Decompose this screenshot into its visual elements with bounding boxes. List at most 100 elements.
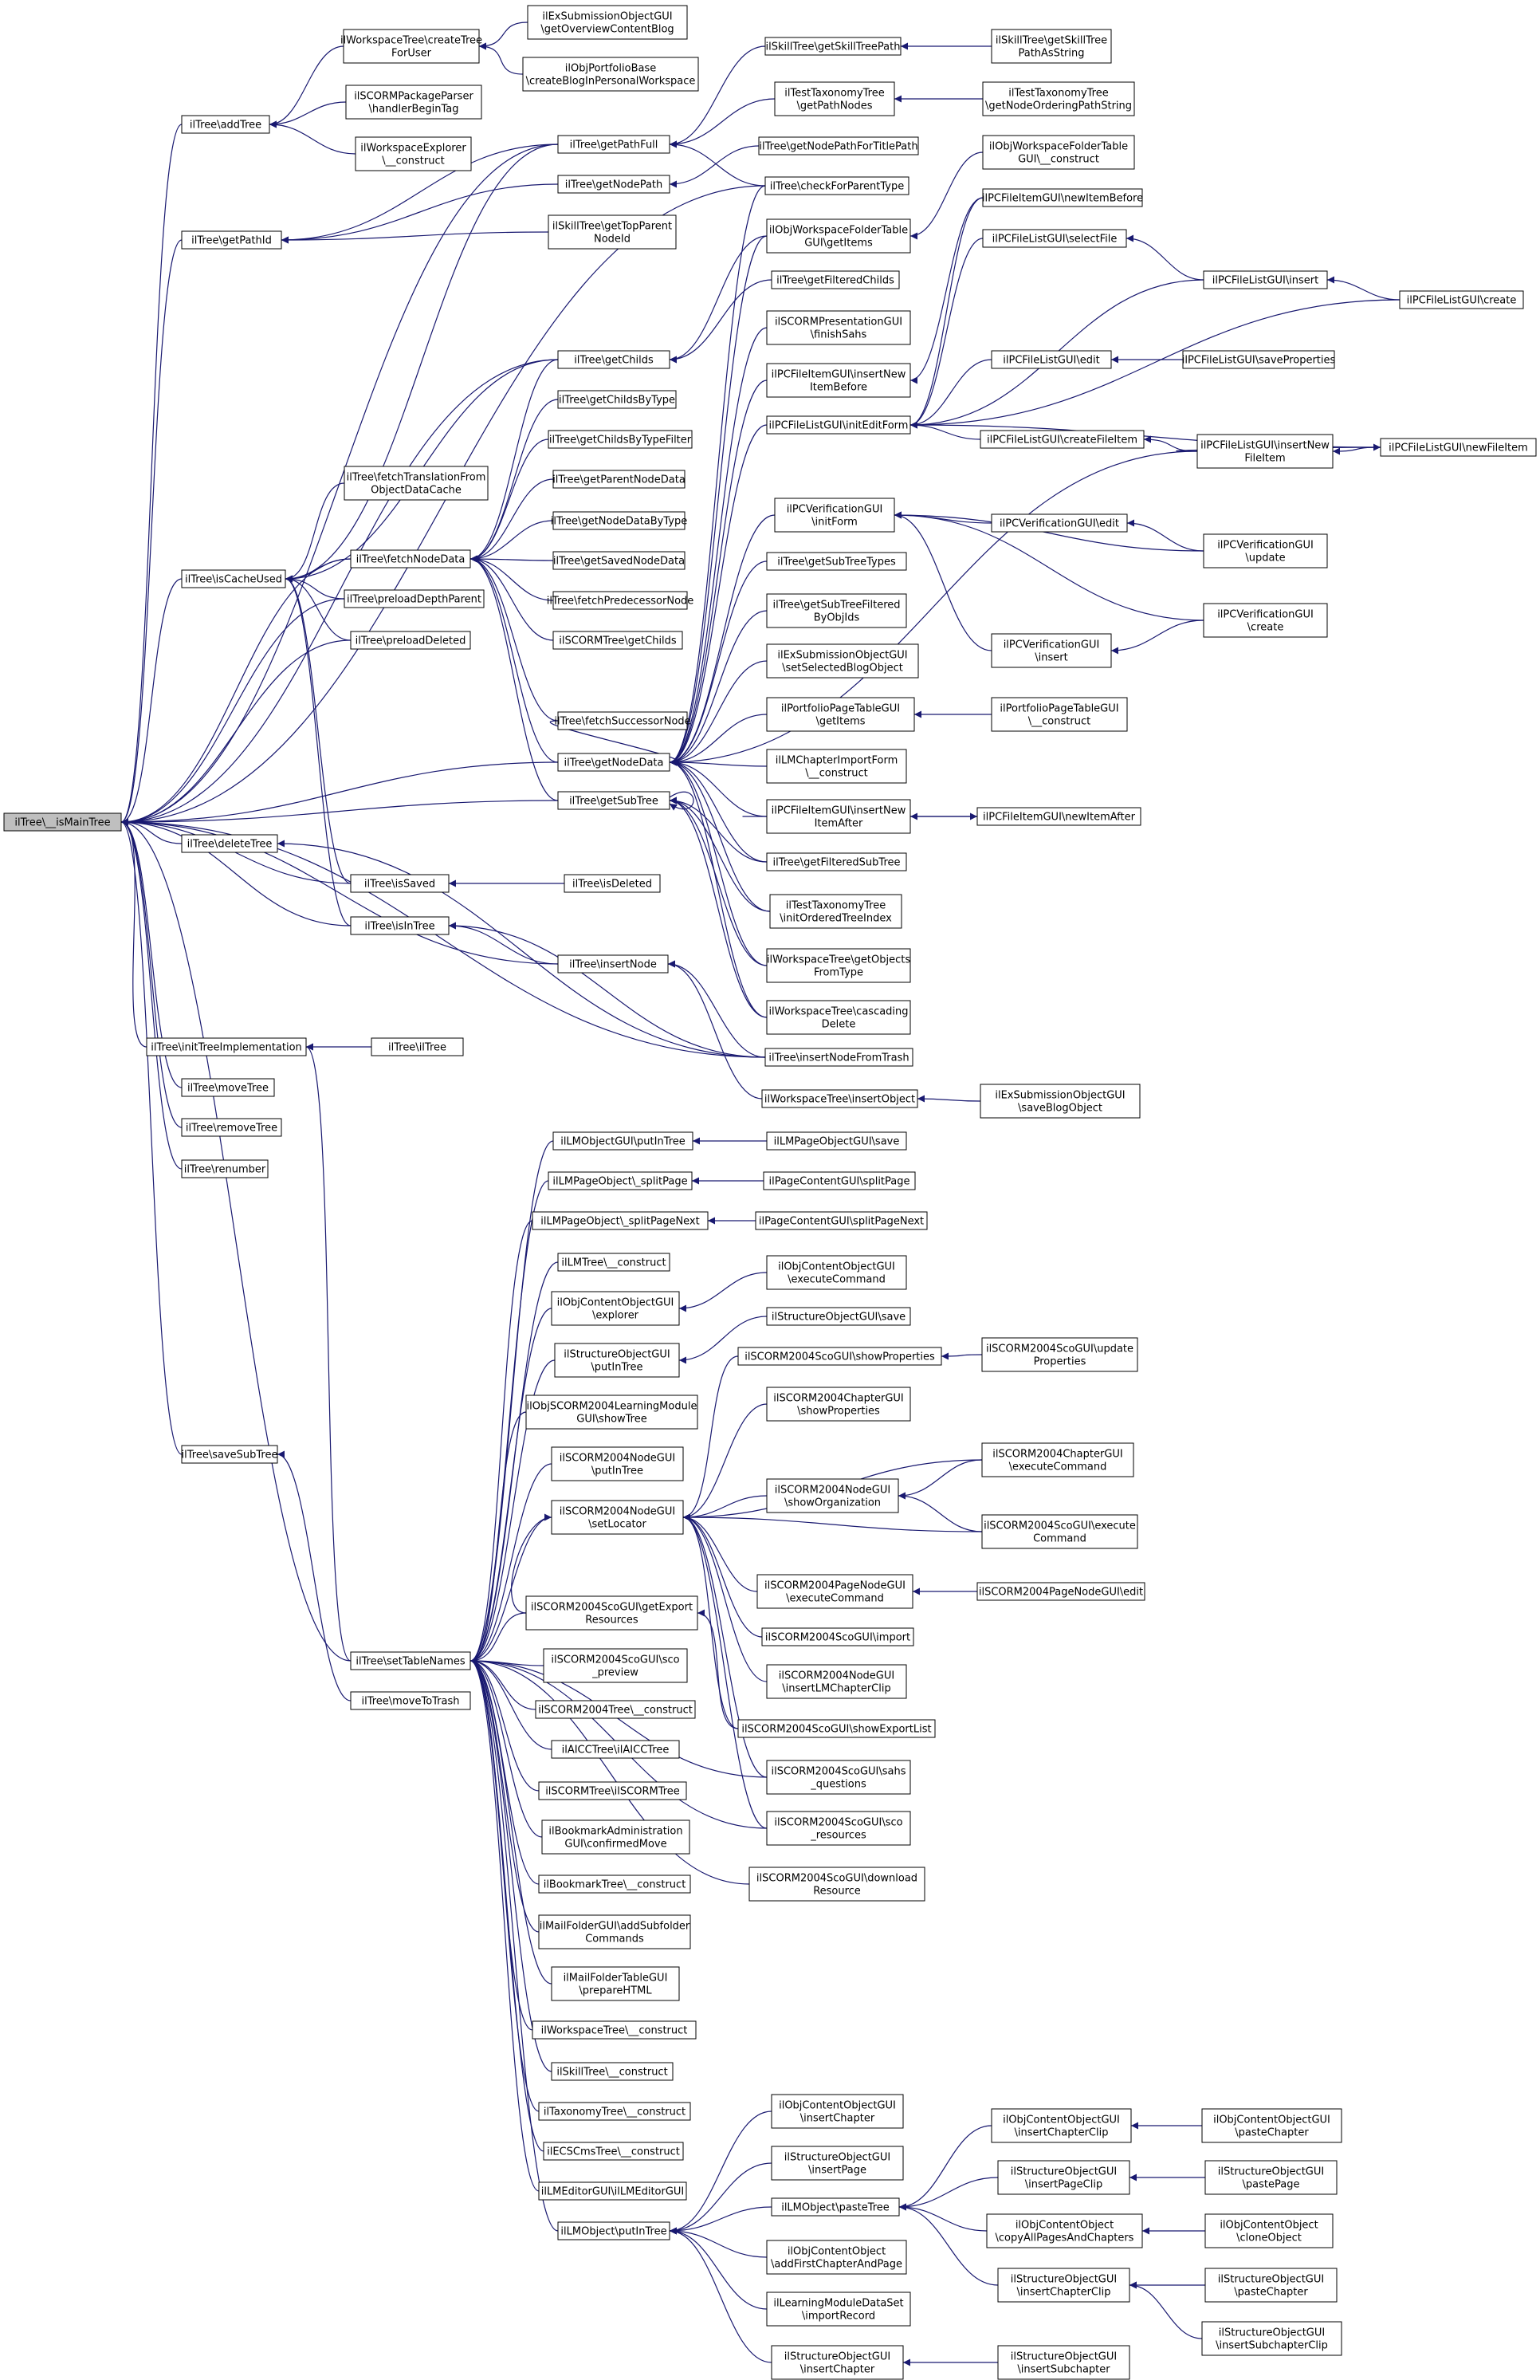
graph-node[interactable]: ilTree\initTreeImplementation	[146, 1037, 307, 1056]
graph-node[interactable]: ilLMEditorGUI\ilLMEditorGUI	[538, 2181, 687, 2201]
graph-node[interactable]: ilTree\deleteTree	[181, 834, 278, 853]
graph-node[interactable]: ilSCORM2004NodeGUI\putInTree	[551, 1446, 684, 1481]
graph-node[interactable]: ilTaxonomyTree\__construct	[538, 2102, 691, 2121]
graph-node[interactable]: ilTree\getParentNodeData	[552, 470, 686, 489]
graph-node[interactable]: ilTree\getPathId	[181, 230, 282, 250]
graph-node[interactable]: ilPCVerificationGUI\initForm	[774, 498, 895, 533]
graph-node[interactable]: ilTree\fetchNodeData	[350, 549, 471, 568]
graph-node[interactable]: ilWorkspaceTree\__construct	[532, 2020, 697, 2040]
graph-node[interactable]: ilTree\preloadDeleted	[350, 631, 471, 650]
graph-node[interactable]: ilExSubmissionObjectGUI\getOverviewConte…	[527, 5, 688, 40]
graph-node[interactable]: ilObjContentObjectGUI\insertChapterClip	[991, 2108, 1132, 2143]
graph-node[interactable]: ilSCORM2004Tree\__construct	[535, 1700, 696, 1719]
graph-node[interactable]: ilPCVerificationGUI\insert	[991, 633, 1112, 668]
graph-node[interactable]: ilLMChapterImportForm\__construct	[766, 749, 907, 784]
graph-node[interactable]: ilStructureObjectGUI\pasteChapter	[1204, 2268, 1338, 2303]
graph-node[interactable]: ilStructureObjectGUI\insertSubchapterCli…	[1201, 2321, 1342, 2356]
graph-node[interactable]: ilTree\getSavedNodeData	[552, 551, 686, 570]
graph-node[interactable]: ilPCFileItemGUI\newItemAfter	[976, 807, 1141, 826]
graph-node[interactable]: ilSCORM2004PageNodeGUI\edit	[976, 1582, 1145, 1601]
graph-node[interactable]: ilObjPortfolioBase\createBlogInPersonalW…	[522, 57, 699, 92]
graph-node[interactable]: ilTree\getChilds	[557, 350, 670, 369]
graph-node[interactable]: ilObjContentObjectGUI\explorer	[551, 1291, 680, 1326]
graph-node[interactable]: ilStructureObjectGUI\insertPage	[771, 2146, 904, 2181]
graph-node[interactable]: ilSCORMPresentationGUI\finishSahs	[766, 310, 911, 345]
graph-node[interactable]: ilTree\getNodeData	[557, 753, 670, 772]
graph-node[interactable]: ilPCFileListGUI\createFileItem	[980, 430, 1145, 449]
graph-node[interactable]: ilLMTree\__construct	[557, 1253, 670, 1272]
graph-node[interactable]: ilLMPageObjectGUI\save	[766, 1131, 907, 1151]
graph-node[interactable]: ilObjContentObjectGUI\insertChapter	[771, 2094, 904, 2129]
graph-node[interactable]: ilTree\isDeleted	[564, 874, 661, 893]
graph-node[interactable]: ilTree\checkForParentType	[764, 176, 909, 195]
graph-node[interactable]: ilTree\fetchTranslationFromObjectDataCac…	[344, 466, 489, 501]
graph-node[interactable]: ilTree\renumber	[181, 1159, 269, 1178]
graph-node[interactable]: ilTree\getSubTree	[557, 791, 670, 810]
graph-node[interactable]: ilTree\fetchPredecessorNode	[547, 591, 694, 610]
graph-node[interactable]: ilTree\isCacheUsed	[181, 569, 286, 588]
graph-node[interactable]: ilSkillTree\__construct	[551, 2062, 674, 2081]
graph-node[interactable]: ilPCFileListGUI\edit	[991, 350, 1112, 369]
graph-node[interactable]: ilPCFileListGUI\create	[1399, 290, 1524, 309]
graph-node[interactable]: ilPCFileListGUI\newFileItem	[1380, 438, 1537, 457]
graph-node[interactable]: ilTree\moveToTrash	[350, 1691, 471, 1710]
graph-node[interactable]: ilTestTaxonomyTree\getPathNodes	[774, 81, 895, 116]
graph-node[interactable]: ilSCORM2004ScoGUI\sco_resources	[766, 1811, 911, 1846]
graph-node[interactable]: ilTree\saveSubTree	[181, 1445, 278, 1464]
graph-node[interactable]: ilTree\getChildsByTypeFilter	[548, 430, 693, 449]
graph-node[interactable]: ilLMPageObject\_splitPage	[548, 1171, 693, 1190]
graph-node[interactable]: ilPCVerificationGUI\edit	[991, 513, 1128, 533]
graph-node[interactable]: ilTree\isInTree	[350, 916, 450, 935]
graph-node[interactable]: ilPCFileListGUI\initEditForm	[766, 415, 911, 435]
graph-node[interactable]: ilTree\preloadDepthParent	[344, 589, 485, 608]
graph-node[interactable]: ilPCFileListGUI\saveProperties	[1182, 350, 1336, 369]
graph-node[interactable]: ilSCORM2004ChapterGUI\showProperties	[766, 1387, 911, 1422]
graph-node[interactable]: ilTree\addTree	[181, 115, 270, 134]
graph-node[interactable]: ilWorkspaceTree\insertObject	[761, 1089, 918, 1108]
graph-node[interactable]: ilSCORM2004NodeGUI\insertLMChapterClip	[766, 1664, 907, 1699]
graph-node[interactable]: ilExSubmissionObjectGUI\saveBlogObject	[980, 1084, 1141, 1119]
graph-node[interactable]: ilTree\removeTree	[181, 1118, 282, 1137]
graph-node[interactable]: ilSCORM2004ChapterGUI\executeCommand	[981, 1442, 1134, 1477]
graph-node[interactable]: ilPortfolioPageTableGUI\getItems	[766, 697, 915, 732]
graph-node[interactable]: ilPCVerificationGUI\create	[1203, 603, 1328, 638]
graph-node[interactable]: ilTree\insertNode	[557, 954, 669, 974]
graph-node[interactable]: ilTree\moveTree	[181, 1078, 275, 1097]
graph-node[interactable]: ilObjContentObject\cloneObject	[1204, 2213, 1334, 2248]
graph-node[interactable]: ilStructureObjectGUI\insertChapterClip	[997, 2268, 1130, 2303]
graph-node[interactable]: ilSCORMTree\ilSCORMTree	[538, 1781, 687, 1800]
graph-node[interactable]: ilSCORM2004ScoGUI\import	[761, 1627, 914, 1646]
graph-node[interactable]: ilObjContentObject\copyAllPagesAndChapte…	[986, 2213, 1143, 2248]
graph-node[interactable]: ilTree\setTableNames	[350, 1651, 471, 1670]
graph-node[interactable]: ilTree\fetchSuccessorNode	[554, 711, 691, 730]
graph-node[interactable]: ilAICCTree\ilAICCTree	[551, 1740, 680, 1759]
graph-node[interactable]: ilMailFolderTableGUI\prepareHTML	[551, 1966, 680, 2001]
graph-node[interactable]: ilLearningModuleDataSet\importRecord	[766, 2291, 911, 2327]
graph-node[interactable]: ilStructureObjectGUI\putInTree	[554, 1343, 680, 1378]
graph-node[interactable]: ilPCFileListGUI\insert	[1203, 270, 1328, 289]
graph-node[interactable]: ilLMObjectGUI\putInTree	[552, 1131, 693, 1151]
graph-node[interactable]: ilTree\getPathFull	[557, 135, 670, 154]
graph-node[interactable]: ilStructureObjectGUI\pastePage	[1204, 2160, 1338, 2195]
graph-node[interactable]: ilTree\getNodePathForTitlePath	[758, 136, 919, 155]
graph-node[interactable]: ilStructureObjectGUI\save	[766, 1307, 911, 1326]
graph-node[interactable]: ilSCORMPackageParser\handlerBeginTag	[345, 85, 482, 120]
root-node[interactable]: ilTree\__isMainTree	[3, 812, 122, 832]
graph-node[interactable]: ilSCORMTree\getChilds	[552, 631, 683, 650]
graph-node[interactable]: ilWorkspaceExplorer\__construct	[355, 136, 472, 171]
graph-node[interactable]: ilObjContentObjectGUI\executeCommand	[766, 1255, 907, 1290]
